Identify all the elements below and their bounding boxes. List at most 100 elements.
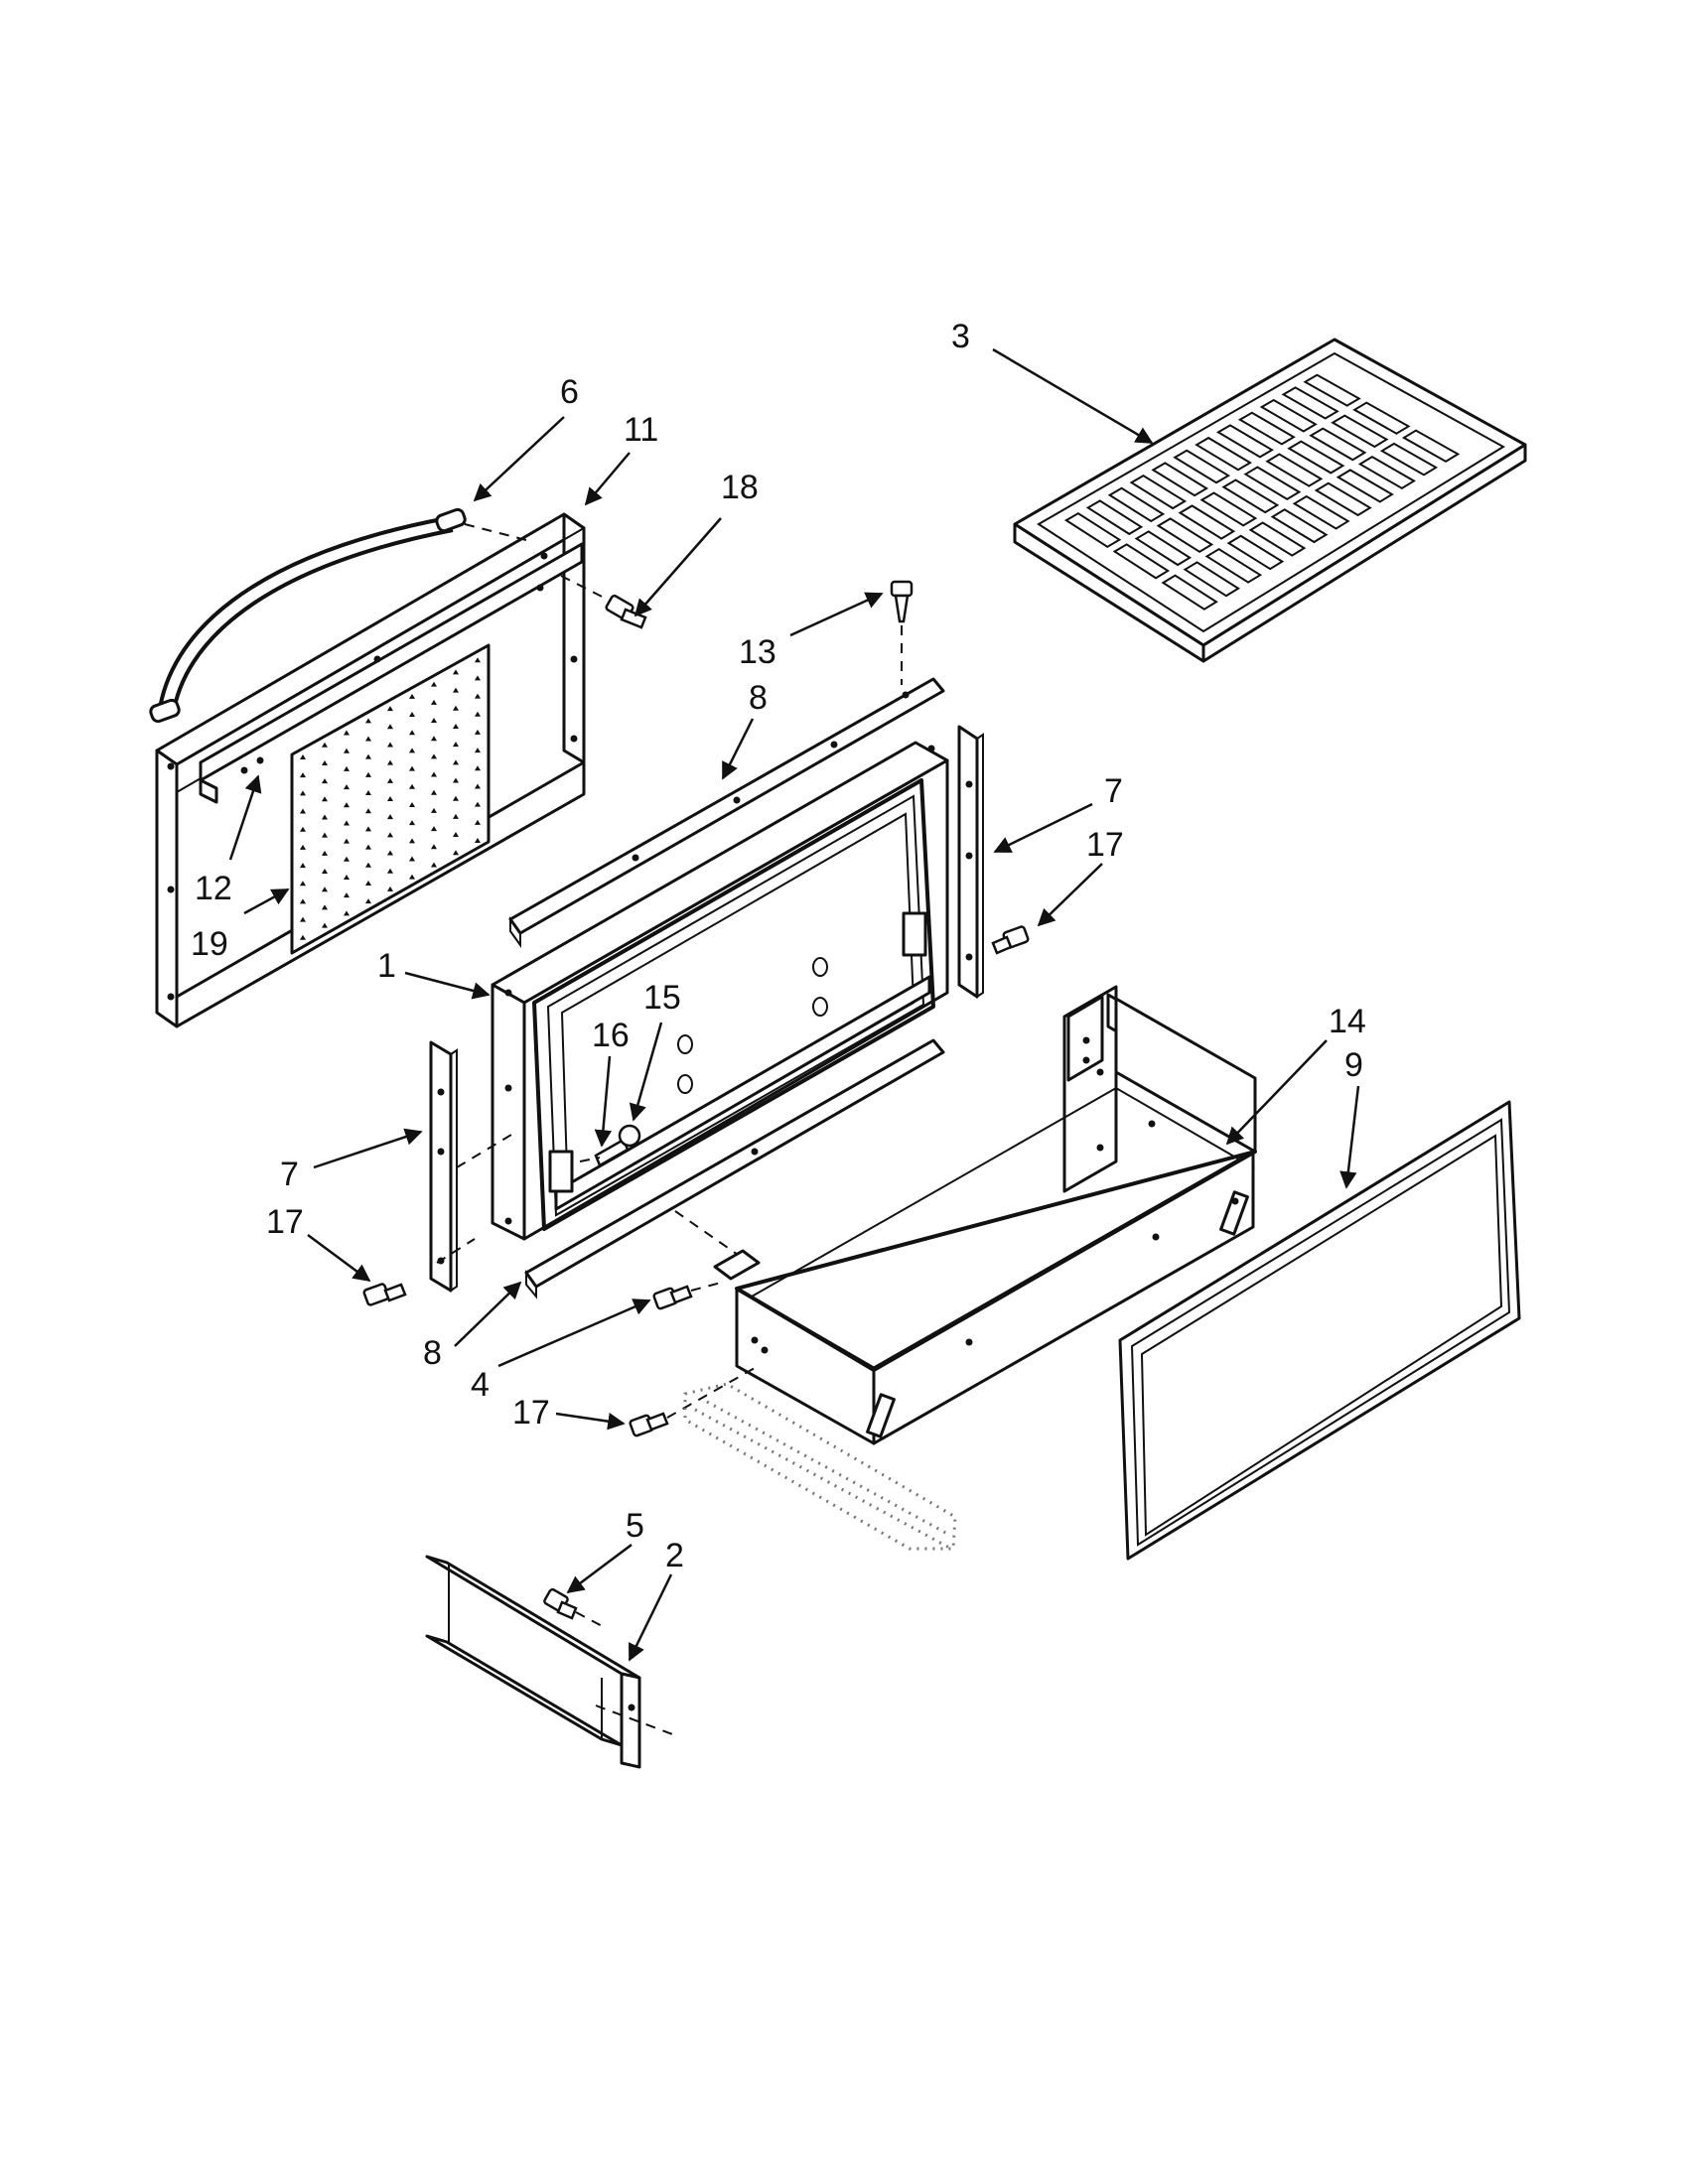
insulation-dot bbox=[475, 748, 481, 753]
insulation-dot bbox=[431, 807, 437, 813]
insulation-dot bbox=[475, 675, 481, 681]
grille-slot bbox=[1248, 521, 1307, 557]
insulation-dot bbox=[322, 850, 328, 856]
insulation-dot bbox=[387, 742, 393, 748]
grille-slot bbox=[1352, 401, 1411, 435]
insulation-dot bbox=[300, 753, 306, 759]
insulation-dot bbox=[431, 718, 437, 724]
insulation-dot bbox=[453, 832, 459, 838]
insulation-dot bbox=[475, 693, 481, 699]
screw-18 bbox=[560, 575, 647, 629]
insulation-dot bbox=[322, 796, 328, 802]
insulation-dot bbox=[344, 802, 350, 808]
insulation-dot bbox=[475, 819, 481, 825]
insulation-dot bbox=[322, 814, 328, 820]
insulation-dot bbox=[300, 863, 306, 869]
callout-13: 13 bbox=[739, 633, 776, 671]
insulation-dot bbox=[387, 796, 393, 801]
grille-slot bbox=[1303, 373, 1361, 407]
insulation-dot bbox=[409, 730, 415, 736]
screw-5 bbox=[543, 1587, 607, 1629]
insulation-dot bbox=[475, 838, 481, 844]
grille-slot bbox=[1112, 543, 1171, 580]
grille-slot bbox=[1401, 429, 1461, 463]
grille-slot bbox=[1129, 474, 1188, 510]
shelf-grille-part bbox=[1013, 338, 1527, 663]
callout-17-right: 17 bbox=[1086, 826, 1124, 864]
screw-17-left bbox=[362, 1283, 407, 1306]
insulation-dot bbox=[409, 693, 415, 699]
insulation-dot bbox=[387, 832, 393, 838]
insulation-dot bbox=[344, 784, 350, 790]
grille-slot bbox=[1287, 440, 1345, 475]
callout-6: 6 bbox=[560, 373, 579, 411]
grille-slot bbox=[1161, 574, 1218, 611]
callout-19: 19 bbox=[191, 925, 228, 963]
insulation-dot bbox=[322, 904, 328, 910]
insulation-dot bbox=[322, 869, 328, 875]
insulation-dot bbox=[409, 765, 415, 771]
insulation-dot bbox=[475, 729, 481, 735]
insulation-dot bbox=[453, 742, 459, 748]
insulation-dot bbox=[344, 856, 350, 862]
screw-4 bbox=[652, 1282, 722, 1310]
insulation-dot bbox=[365, 898, 371, 904]
callout-14: 14 bbox=[1329, 1003, 1366, 1040]
insulation-dot bbox=[453, 777, 459, 783]
grille-slot bbox=[1063, 511, 1122, 549]
callout-2: 2 bbox=[665, 1537, 684, 1574]
insulation-dot bbox=[365, 771, 371, 777]
insulation-dot bbox=[322, 742, 328, 748]
insulation-dot bbox=[453, 759, 459, 765]
insulation-dot bbox=[409, 874, 415, 880]
insulation-dot bbox=[453, 850, 459, 856]
insulation-dot bbox=[475, 765, 481, 771]
callout-3: 3 bbox=[951, 318, 970, 355]
insulation-dot bbox=[300, 790, 306, 796]
insulation-dot bbox=[344, 730, 350, 736]
insulation-dot bbox=[409, 838, 415, 844]
grille-slot bbox=[1156, 517, 1214, 553]
left-side-strip-part bbox=[429, 1040, 517, 1293]
grille-slot bbox=[1226, 534, 1285, 571]
grille-slot bbox=[1204, 547, 1263, 584]
insulation-dot bbox=[300, 916, 306, 922]
upper-rail-part bbox=[508, 677, 945, 949]
grille-slot bbox=[1178, 504, 1236, 540]
callout-5: 5 bbox=[626, 1507, 644, 1545]
insulation-dot bbox=[431, 736, 437, 742]
grille-slot bbox=[1281, 386, 1339, 420]
insulation-dot bbox=[344, 748, 350, 753]
grille-slot bbox=[1265, 453, 1324, 487]
insulation-dot bbox=[300, 881, 306, 887]
insulation-dot bbox=[322, 778, 328, 784]
callout-7-right: 7 bbox=[1104, 772, 1123, 810]
grille-slot bbox=[1357, 456, 1416, 490]
callout-4: 4 bbox=[471, 1366, 490, 1404]
insulation-dot bbox=[300, 844, 306, 850]
screw-17-pan bbox=[629, 1367, 756, 1437]
callout-labels: 3 6 11 18 13 8 7 17 12 19 1 15 16 14 9 7… bbox=[191, 318, 1366, 1574]
grille-slot bbox=[1215, 424, 1274, 459]
insulation-dot bbox=[365, 753, 371, 759]
grille-slot bbox=[1221, 478, 1280, 514]
insulation-dot bbox=[365, 862, 371, 868]
insulation-dot bbox=[431, 699, 437, 705]
insulation-dot bbox=[475, 657, 481, 663]
grille-slot bbox=[1309, 427, 1367, 462]
grille-slot bbox=[1151, 462, 1209, 497]
insulation-dot bbox=[344, 892, 350, 898]
insulation-dot bbox=[387, 850, 393, 856]
grille-slot bbox=[1259, 398, 1318, 433]
insulation-dot bbox=[453, 723, 459, 729]
insulation-dot bbox=[387, 724, 393, 730]
grille-slot bbox=[1199, 491, 1258, 527]
insulation-dot bbox=[431, 789, 437, 795]
insulation-dot bbox=[409, 783, 415, 789]
insulation-dot bbox=[387, 777, 393, 783]
callout-9: 9 bbox=[1344, 1046, 1363, 1084]
grille-slot bbox=[1379, 442, 1439, 477]
insulation-dot bbox=[344, 838, 350, 844]
callout-7-left: 7 bbox=[280, 1156, 299, 1193]
lower-bracket-part bbox=[425, 1555, 676, 1769]
